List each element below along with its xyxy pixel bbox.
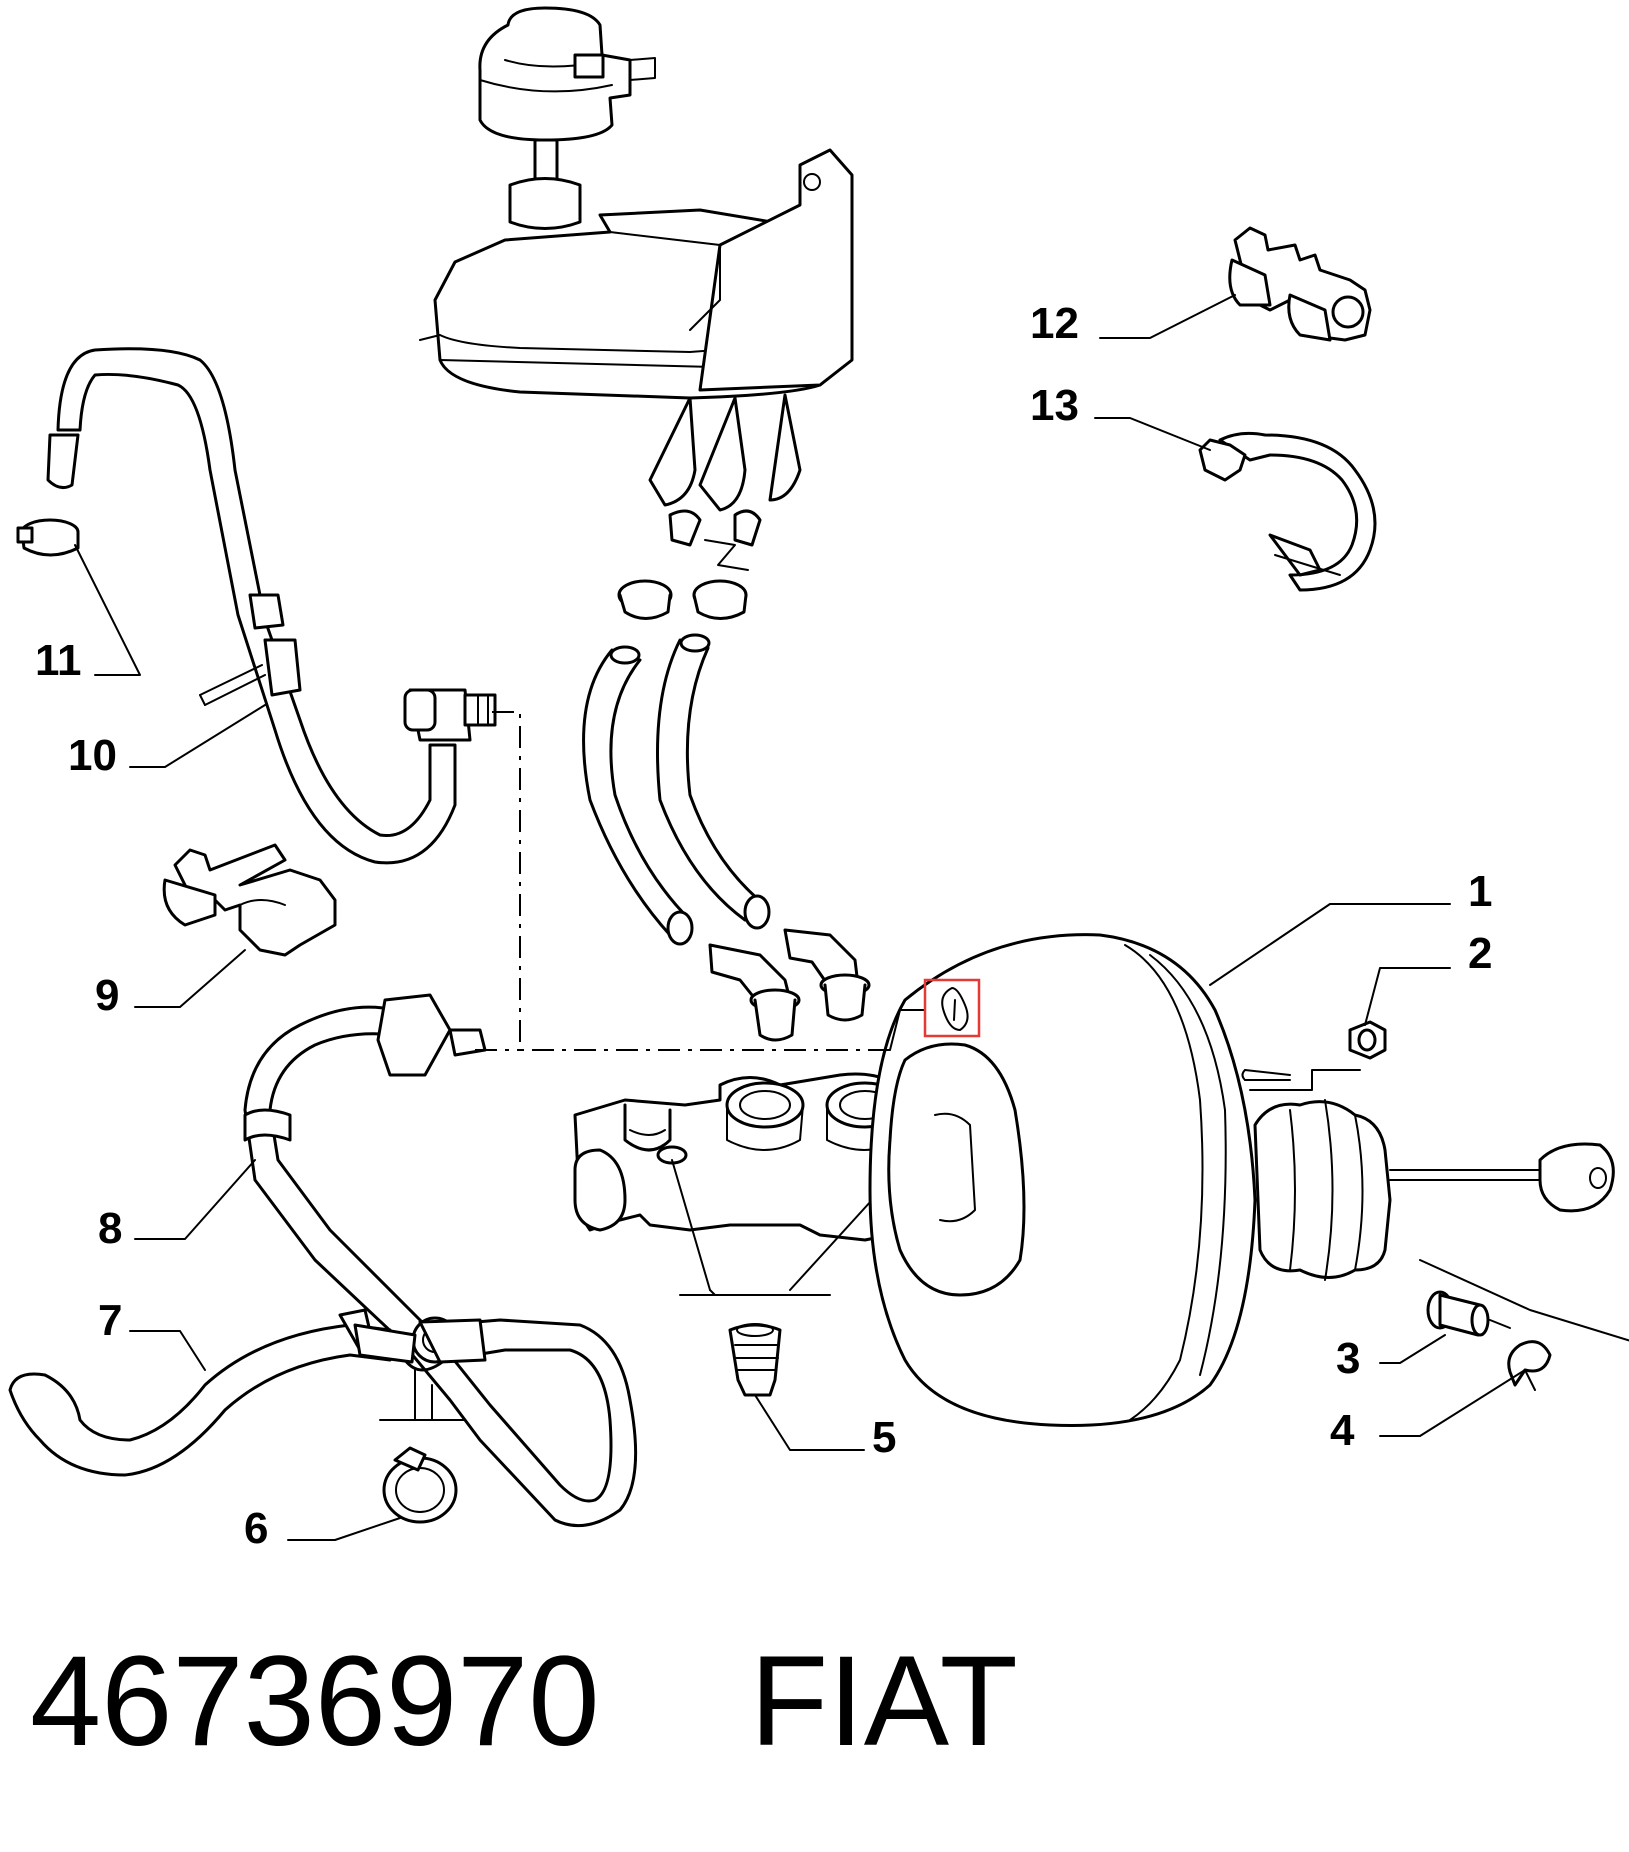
callout-5: 5 — [872, 1413, 896, 1462]
threaded-plug-item-5[interactable] — [728, 1323, 782, 1397]
reservoir-outlet-clamps[interactable] — [617, 509, 762, 620]
callout-leaders — [74, 294, 1526, 1541]
hose-junction-bracket — [379, 1369, 466, 1421]
part-number: 46736970 — [30, 1630, 600, 1773]
part-number-footer: 46736970 FIAT — [30, 1630, 1018, 1773]
hose-clamp-item-11[interactable] — [16, 518, 80, 557]
callout-13: 13 — [1030, 381, 1079, 430]
callout-labels: 1 2 3 4 5 6 7 8 9 10 11 12 13 — [35, 299, 1492, 1553]
nut-item-2[interactable] — [1348, 1020, 1387, 1060]
fluid-reservoir[interactable] — [419, 6, 854, 571]
callout-7: 7 — [98, 1296, 122, 1345]
callout-10: 10 — [68, 731, 117, 780]
hose-item-10[interactable] — [46, 347, 497, 865]
reservoir-feed-hoses[interactable] — [582, 633, 871, 1042]
callout-3: 3 — [1336, 1334, 1360, 1383]
callout-8: 8 — [98, 1204, 122, 1253]
callout-11: 11 — [35, 636, 82, 685]
callout-1: 1 — [1468, 867, 1492, 916]
double-clip-item-12[interactable] — [1228, 226, 1372, 342]
brake-booster-item-1[interactable] — [868, 933, 1291, 1427]
callout-6: 6 — [244, 1504, 268, 1553]
vacuum-hose-item-8[interactable] — [243, 993, 638, 1528]
callout-2: 2 — [1468, 929, 1492, 978]
double-clip-item-9[interactable] — [162, 843, 337, 957]
brand-name: FIAT — [750, 1630, 1018, 1773]
highlighted-part-seal[interactable] — [923, 978, 981, 1038]
callout-4: 4 — [1330, 1406, 1355, 1455]
callout-12: 12 — [1030, 299, 1079, 348]
hose-item-7[interactable] — [8, 1308, 417, 1477]
hose-clamp-item-6[interactable] — [382, 1446, 458, 1524]
booster-pushrod[interactable] — [1253, 1099, 1629, 1350]
band-clamp-item-13[interactable] — [1198, 431, 1377, 592]
reference-dash-lines — [475, 711, 926, 1051]
retaining-clip-item-4[interactable] — [1507, 1340, 1552, 1391]
clevis-pin-item-3[interactable] — [1426, 1290, 1511, 1337]
callout-9: 9 — [95, 971, 119, 1020]
